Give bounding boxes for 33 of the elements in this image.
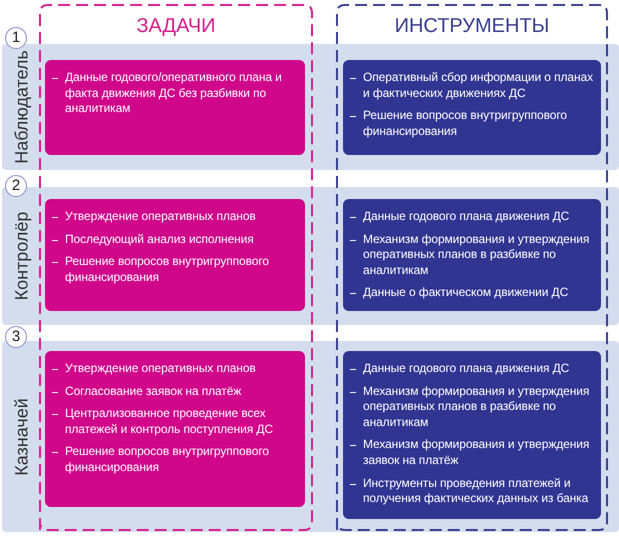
column-frame [337,5,607,530]
column-heading: ЗАДАЧИ [135,15,217,38]
bullet-item: Данные о фактическом движении ДС [349,285,595,301]
bullet-item: Инструменты проведения платежей и получения фактических данных из банка [349,476,595,507]
column-frame [40,5,312,530]
bullet-item: Последующий анализ исполнения [51,232,299,248]
bullet-item: Оперативный сбор информации о планах и фактических движениях ДС [349,70,595,102]
column-heading: ИНСТРУМЕНТЫ [394,15,550,38]
bullet-item: Решение вопросов внутригруппового финансирования [51,254,299,286]
content-card [343,199,601,311]
bullet-item: Механизм формирования и утверждения заявок на платёж [349,437,595,469]
bullet-item: Согласование заявок на платёж [51,384,299,400]
bullet-item: Механизм формирования и утверждения оперативных планов в разбивке по аналитикам [349,384,595,430]
content-card [45,351,305,507]
role-label: Контролёр [12,212,32,300]
bullet-item: Централизованное проведение всех платежей и контроль поступления ДС [51,406,299,438]
role-label: Казначей [12,398,32,476]
content-card [45,199,305,311]
bullet-item: Данные годового плана движения ДС [349,361,595,377]
step-number: 2 [5,175,27,197]
bullet-item: Решение вопросов внутригруппового финансирования [349,108,595,140]
content-card [343,351,601,519]
bullet-item: Утверждение оперативных планов [51,209,299,225]
bullet-item: Решение вопросов внутригруппового финансирования [51,444,299,476]
step-number: 1 [5,27,27,49]
content-card [343,60,601,155]
bullet-item: Утверждение оперативных планов [51,361,299,377]
content-card [45,60,305,155]
bullet-item: Данные годового/оперативного плана и факта движения ДС без разбивки по аналитикам [51,70,299,117]
step-number: 3 [5,326,27,348]
role-label: Наблюдатель [12,50,32,164]
bullet-item: Данные годового плана движения ДС [349,209,595,225]
bullet-item: Механизм формирования и утверждения оперативных планов в разбивке по аналитикам [349,232,595,278]
